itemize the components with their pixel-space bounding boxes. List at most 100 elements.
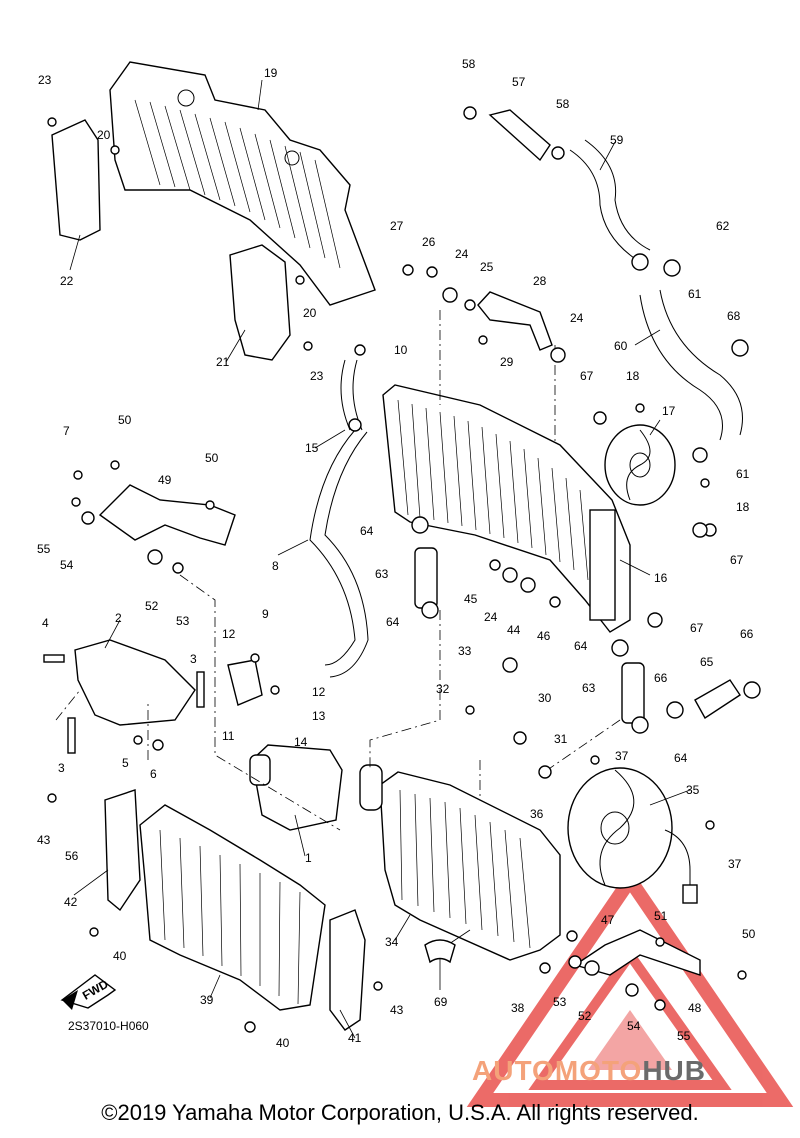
callout-33: 33 xyxy=(458,644,472,658)
callout-63: 63 xyxy=(582,681,596,695)
callout-67: 67 xyxy=(690,621,704,635)
callout-5: 5 xyxy=(122,756,129,770)
callout-62: 62 xyxy=(716,219,730,233)
callout-27: 27 xyxy=(390,219,404,233)
callout-52: 52 xyxy=(578,1009,592,1023)
callout-26: 26 xyxy=(422,235,436,249)
callout-47: 47 xyxy=(601,913,615,927)
callout-55: 55 xyxy=(677,1029,691,1043)
side-piece-42 xyxy=(104,789,141,912)
bracket-49 xyxy=(98,484,236,546)
callout-38: 38 xyxy=(511,1001,525,1015)
callout-66: 66 xyxy=(654,671,668,685)
callout-30: 30 xyxy=(538,691,552,705)
callout-49: 49 xyxy=(158,473,172,487)
callout-16: 16 xyxy=(654,571,668,585)
callout-31: 31 xyxy=(554,732,568,746)
hose-60 xyxy=(639,289,743,441)
callout-7: 7 xyxy=(63,424,70,438)
callout-12: 12 xyxy=(312,685,326,699)
callout-46: 46 xyxy=(537,629,551,643)
callout-15: 15 xyxy=(305,441,319,455)
callout-3: 3 xyxy=(58,761,65,775)
callout-11: 11 xyxy=(222,729,235,743)
callout-19: 19 xyxy=(264,66,278,80)
leader-lines xyxy=(69,79,691,1039)
callout-4: 4 xyxy=(42,616,49,630)
callout-67: 67 xyxy=(730,553,744,567)
watermark-hub: HUB xyxy=(642,1055,706,1086)
callout-48: 48 xyxy=(688,1001,702,1015)
callout-50: 50 xyxy=(118,413,132,427)
lower-radiator-34 xyxy=(359,764,561,961)
callout-1: 1 xyxy=(305,851,312,865)
callout-20: 20 xyxy=(303,306,317,320)
callout-50: 50 xyxy=(742,927,756,941)
callout-67: 67 xyxy=(580,369,594,383)
callout-64: 64 xyxy=(360,524,374,538)
callout-64: 64 xyxy=(574,639,588,653)
callout-63: 63 xyxy=(375,567,389,581)
callout-21: 21 xyxy=(216,355,230,369)
callout-50: 50 xyxy=(205,451,219,465)
hose-59 xyxy=(569,139,651,263)
callout-13: 13 xyxy=(312,709,326,723)
callout-40: 40 xyxy=(113,949,127,963)
callout-25: 25 xyxy=(480,260,494,274)
callout-23: 23 xyxy=(310,369,324,383)
fwd-arrow-icon: FWD xyxy=(60,974,117,1010)
hose-63 xyxy=(414,547,438,609)
callout-8: 8 xyxy=(272,559,279,573)
callout-24: 24 xyxy=(570,311,584,325)
callout-61: 61 xyxy=(688,287,702,301)
callout-37: 37 xyxy=(615,749,629,763)
callout-42: 42 xyxy=(64,895,78,909)
lower-cover-39 xyxy=(139,804,326,1011)
bracket-28 xyxy=(477,291,553,351)
side-cover-22 xyxy=(51,119,101,241)
watermark-text: AUTOMOTOHUB xyxy=(472,1055,792,1087)
callout-22: 22 xyxy=(60,274,74,288)
callout-45: 45 xyxy=(464,592,478,606)
callout-52: 52 xyxy=(145,599,159,613)
callout-66: 66 xyxy=(740,627,754,641)
upper-radiator-cover-19 xyxy=(109,61,376,306)
callout-39: 39 xyxy=(200,993,214,1007)
fan-17 xyxy=(604,424,676,506)
hardware-items xyxy=(43,106,761,1033)
callout-51: 51 xyxy=(654,909,668,923)
callout-55: 55 xyxy=(37,542,51,556)
callout-24: 24 xyxy=(455,247,469,261)
callout-3: 3 xyxy=(190,652,197,666)
callout-18: 18 xyxy=(626,369,640,383)
callout-37: 37 xyxy=(728,857,742,871)
callout-54: 54 xyxy=(627,1019,641,1033)
bracket-21 xyxy=(229,244,291,361)
callout-64: 64 xyxy=(386,615,400,629)
callout-61: 61 xyxy=(736,467,750,481)
watermark-auto: AUTOMOTO xyxy=(472,1055,643,1086)
watermark-logo xyxy=(466,867,794,1107)
side-piece-41 xyxy=(329,909,366,1031)
hose-63b xyxy=(621,662,645,724)
callout-40: 40 xyxy=(276,1036,290,1050)
callout-24: 24 xyxy=(484,610,498,624)
fan-35 xyxy=(567,767,698,904)
callout-59: 59 xyxy=(610,133,624,147)
callout-60: 60 xyxy=(614,339,628,353)
callout-44: 44 xyxy=(507,623,521,637)
callout-58: 58 xyxy=(462,57,476,71)
callout-43: 43 xyxy=(390,1003,404,1017)
callout-57: 57 xyxy=(512,75,526,89)
callout-29: 29 xyxy=(500,355,514,369)
copyright-footer: ©2019 Yamaha Motor Corporation, U.S.A. A… xyxy=(101,1100,699,1125)
hose-65 xyxy=(694,679,741,719)
callout-9: 9 xyxy=(262,607,269,621)
callout-18: 18 xyxy=(736,500,750,514)
callout-6: 6 xyxy=(150,767,157,781)
callout-64: 64 xyxy=(674,751,688,765)
callout-56: 56 xyxy=(65,849,79,863)
callout-28: 28 xyxy=(533,274,547,288)
hose-8 xyxy=(309,429,369,678)
